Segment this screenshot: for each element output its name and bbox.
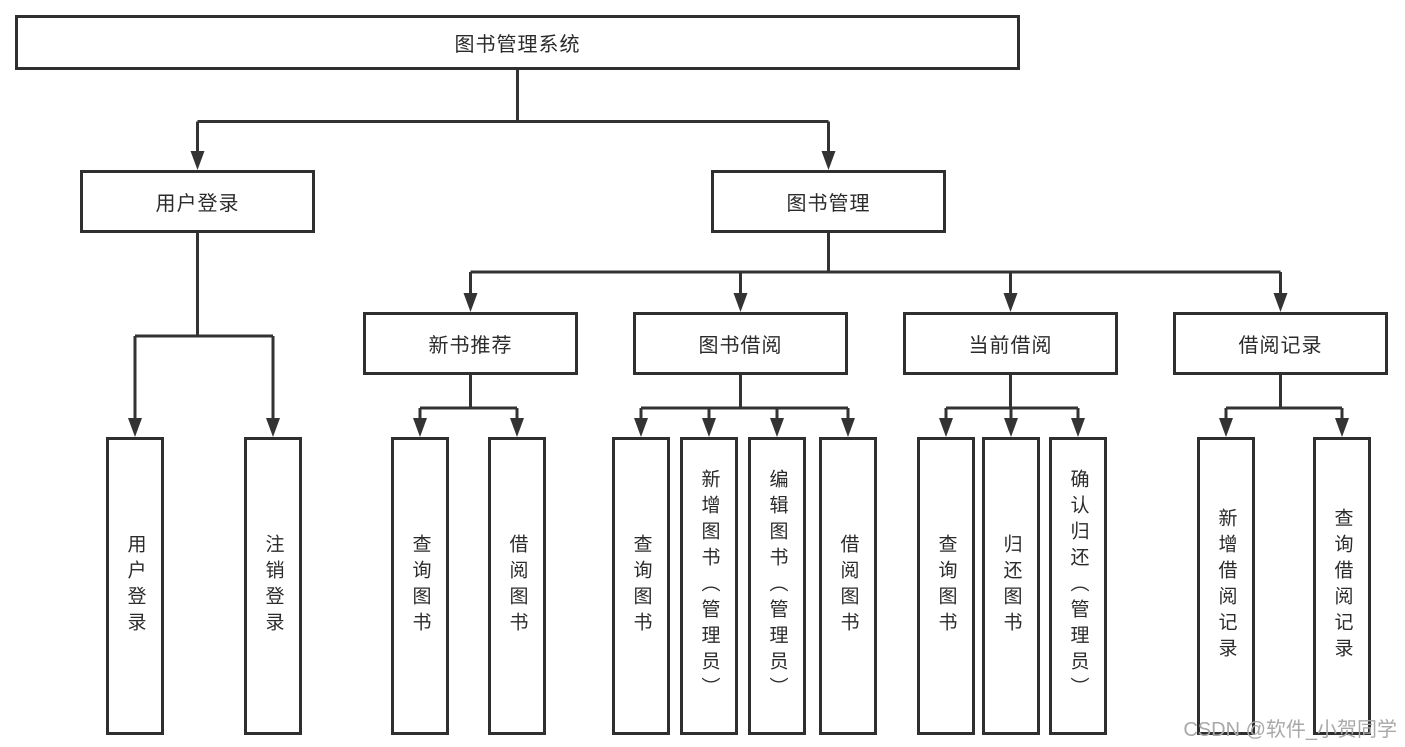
node-borrow-records: 借阅记录	[1173, 312, 1388, 375]
leaf-br-add-record: 新增借阅记录	[1197, 437, 1255, 735]
leaf-bb-query-books: 查询图书	[612, 437, 670, 735]
node-user-login: 用户登录	[80, 170, 315, 233]
leaf-bb-query-books-label: 查询图书	[630, 534, 652, 638]
leaf-cb-return-books: 归还图书	[982, 437, 1040, 735]
leaf-cb-confirm-return-admin: 确认归还（管理员）	[1049, 437, 1107, 735]
leaf-nbr-query-books-label: 查询图书	[409, 534, 431, 638]
node-book-borrowing-label: 图书借阅	[698, 335, 783, 357]
leaf-bb-add-books-admin-label: 新增图书（管理员）	[698, 469, 720, 703]
node-book-borrowing: 图书借阅	[633, 312, 848, 375]
arrowheads	[128, 151, 1349, 437]
leaf-bb-edit-books-admin: 编辑图书（管理员）	[748, 437, 806, 735]
node-current-borrowing: 当前借阅	[903, 312, 1118, 375]
arrowhead-icon	[463, 293, 478, 312]
arrowhead-icon	[510, 418, 524, 437]
leaf-br-query-record-label: 查询借阅记录	[1331, 508, 1353, 664]
arrowhead-icon	[1004, 418, 1018, 437]
node-user-login-label: 用户登录	[155, 193, 240, 215]
node-borrow-records-label: 借阅记录	[1238, 335, 1323, 357]
arrowhead-icon	[1335, 418, 1349, 437]
connector-newbookrec-stem	[420, 375, 517, 410]
node-current-borrowing-label: 当前借阅	[968, 335, 1053, 357]
leaf-cb-query-books-label: 查询图书	[935, 534, 957, 638]
node-book-management-label: 图书管理	[786, 193, 871, 215]
leaf-nbr-borrow-books: 借阅图书	[488, 437, 546, 735]
connector-bookmgmt-stem	[470, 233, 1281, 274]
arrowhead-icon	[413, 418, 427, 437]
leaf-nbr-query-books: 查询图书	[391, 437, 449, 735]
arrowhead-icon	[702, 418, 716, 437]
leaf-cb-return-books-label: 归还图书	[1000, 534, 1022, 638]
leaf-bb-edit-books-admin-label: 编辑图书（管理员）	[766, 469, 788, 703]
leaf-bb-borrow-books-label: 借阅图书	[837, 534, 859, 638]
arrowhead-icon	[841, 418, 855, 437]
arrowhead-icon	[1273, 293, 1288, 312]
node-book-management: 图书管理	[711, 170, 946, 233]
node-root-system: 图书管理系统	[15, 15, 1020, 70]
leaf-logout: 注销登录	[244, 437, 302, 735]
leaf-user-login-label: 用户登录	[124, 534, 146, 638]
node-new-book-recommend: 新书推荐	[363, 312, 578, 375]
arrowhead-icon	[821, 151, 836, 170]
connector-records-stem	[1226, 375, 1342, 410]
node-new-book-recommend-label: 新书推荐	[428, 335, 513, 357]
leaf-cb-confirm-return-admin-label: 确认归还（管理员）	[1067, 469, 1089, 703]
arrowhead-icon	[733, 293, 748, 312]
leaf-br-query-record: 查询借阅记录	[1313, 437, 1371, 735]
leaf-user-login: 用户登录	[106, 437, 164, 735]
connector-userlogin-stem	[135, 233, 273, 338]
arrowhead-icon	[770, 418, 784, 437]
arrowhead-icon	[939, 418, 953, 437]
leaf-logout-label: 注销登录	[262, 534, 284, 638]
arrowhead-icon	[1003, 293, 1018, 312]
arrowhead-icon	[1071, 418, 1085, 437]
leaf-nbr-borrow-books-label: 借阅图书	[506, 534, 528, 638]
arrowhead-icon	[1219, 418, 1233, 437]
arrowhead-icon	[128, 418, 142, 437]
leaf-bb-add-books-admin: 新增图书（管理员）	[680, 437, 738, 735]
arrowhead-icon	[634, 418, 648, 437]
arrowhead-icon	[190, 151, 205, 170]
node-root-label: 图书管理系统	[454, 34, 581, 56]
csdn-watermark: CSDN @软件_小贺同学	[1183, 719, 1397, 741]
leaf-cb-query-books: 查询图书	[917, 437, 975, 735]
connector-bookborrow-stem	[641, 375, 848, 410]
leaf-bb-borrow-books: 借阅图书	[819, 437, 877, 735]
connector-currentborrow-stem	[946, 375, 1078, 410]
connector-root-stem	[197, 70, 829, 123]
leaf-br-add-record-label: 新增借阅记录	[1215, 508, 1237, 664]
arrowhead-icon	[266, 418, 280, 437]
